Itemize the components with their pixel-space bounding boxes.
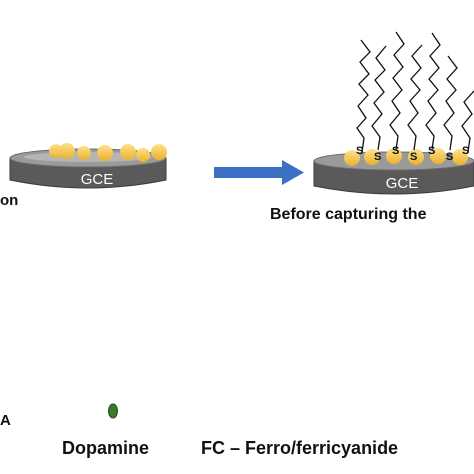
thiol-label: S <box>410 151 417 163</box>
gce-label-left: GCE <box>81 171 114 188</box>
legend-partial-item: A <box>0 412 11 429</box>
left-electrode-caption: on <box>0 192 19 209</box>
thiol-label: S <box>374 151 381 163</box>
arrow-right-icon <box>214 160 304 185</box>
electrode-right: GCE S S S S S S S <box>313 31 474 195</box>
thiol-label: S <box>462 145 469 157</box>
legend-dopamine: Dopamine <box>62 438 150 458</box>
electrode-left: GCE <box>9 143 167 189</box>
thiol-label: S <box>446 151 453 163</box>
thiol-label: S <box>392 145 399 157</box>
right-electrode-caption: Before capturing the <box>270 206 427 223</box>
gce-label-right: GCE <box>386 175 419 192</box>
thiol-label: S <box>428 145 435 157</box>
legend-fc: FC – Ferro/ferricyanide <box>201 438 399 458</box>
gold-nanoparticle-icon <box>49 143 167 162</box>
aptamer-strand-icon <box>356 31 474 153</box>
thiol-label: S <box>356 145 363 157</box>
dopamine-icon <box>108 403 118 419</box>
gold-nanoparticle-icon <box>344 148 468 166</box>
